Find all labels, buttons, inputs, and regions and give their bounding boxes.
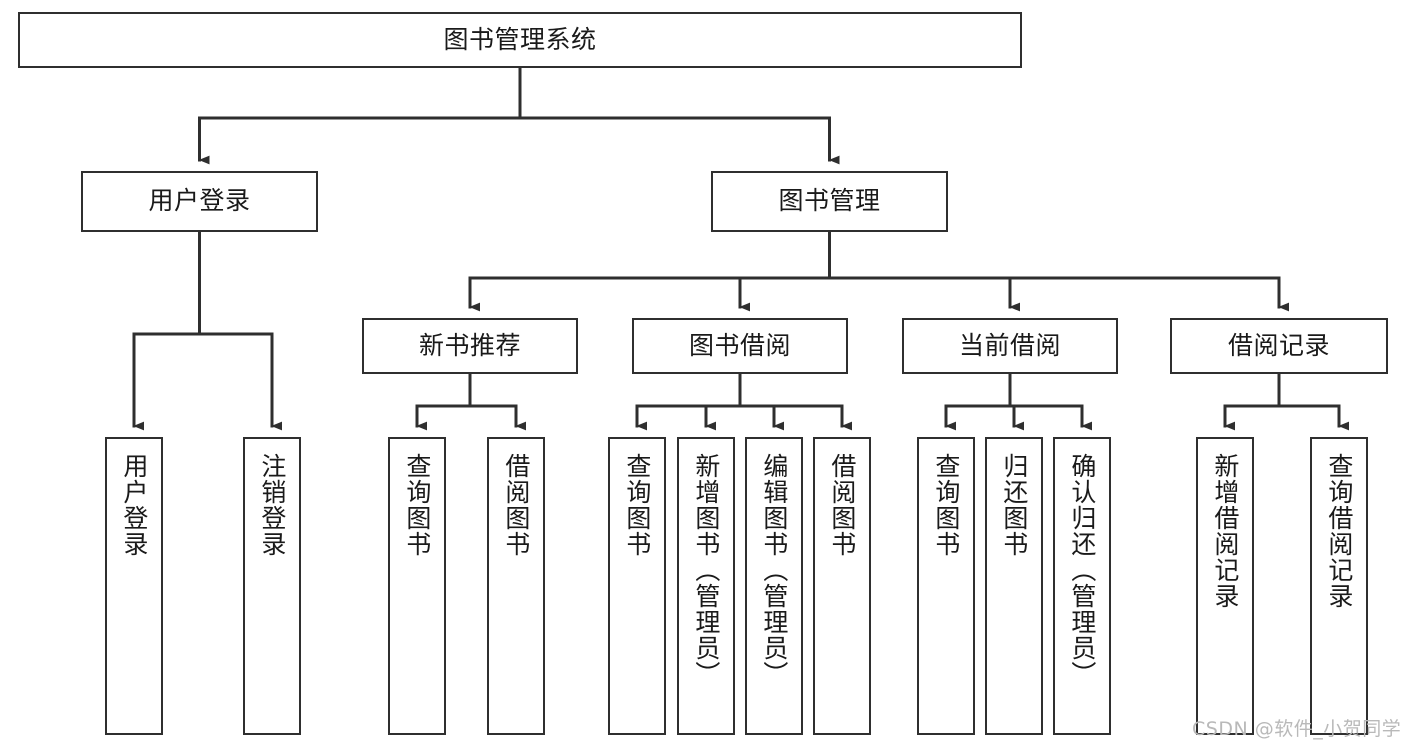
node-leaf-add-book-admin-label: 新增图书（管理员） xyxy=(691,453,721,687)
node-leaf-query-book-2[interactable]: 查询图书 xyxy=(608,437,666,735)
node-leaf-borrow-book-1-label: 借阅图书 xyxy=(501,453,531,557)
node-leaf-add-borrow-record[interactable]: 新增借阅记录 xyxy=(1196,437,1254,735)
node-leaf-query-book-3-label: 查询图书 xyxy=(931,453,961,557)
node-leaf-return-book-label: 归还图书 xyxy=(999,453,1029,557)
node-leaf-confirm-return-admin-label: 确认归还（管理员） xyxy=(1067,453,1097,687)
node-book-manage[interactable]: 图书管理 xyxy=(711,171,948,232)
node-leaf-user-logout[interactable]: 注销登录 xyxy=(243,437,301,735)
node-book-borrow[interactable]: 图书借阅 xyxy=(632,318,848,374)
node-leaf-query-borrow-record-label: 查询借阅记录 xyxy=(1324,453,1354,609)
node-borrow-record[interactable]: 借阅记录 xyxy=(1170,318,1388,374)
node-user-login[interactable]: 用户登录 xyxy=(81,171,318,232)
node-leaf-edit-book-admin-label: 编辑图书（管理员） xyxy=(759,453,789,687)
node-leaf-return-book[interactable]: 归还图书 xyxy=(985,437,1043,735)
node-book-manage-label: 图书管理 xyxy=(778,186,881,216)
node-leaf-confirm-return-admin[interactable]: 确认归还（管理员） xyxy=(1053,437,1111,735)
node-book-borrow-label: 图书借阅 xyxy=(688,330,791,360)
node-leaf-user-login[interactable]: 用户登录 xyxy=(105,437,163,735)
node-leaf-borrow-book-2[interactable]: 借阅图书 xyxy=(813,437,871,735)
node-current-borrow[interactable]: 当前借阅 xyxy=(902,318,1118,374)
node-leaf-add-book-admin[interactable]: 新增图书（管理员） xyxy=(677,437,735,735)
node-leaf-query-book-1-label: 查询图书 xyxy=(402,453,432,557)
node-new-book-recommend-label: 新书推荐 xyxy=(418,330,521,360)
node-leaf-borrow-book-1[interactable]: 借阅图书 xyxy=(487,437,545,735)
node-leaf-user-login-label: 用户登录 xyxy=(119,453,149,557)
node-leaf-add-borrow-record-label: 新增借阅记录 xyxy=(1210,453,1240,609)
node-leaf-query-book-1[interactable]: 查询图书 xyxy=(388,437,446,735)
node-root[interactable]: 图书管理系统 xyxy=(18,12,1022,68)
node-current-borrow-label: 当前借阅 xyxy=(958,330,1061,360)
node-root-label: 图书管理系统 xyxy=(443,24,597,54)
node-leaf-borrow-book-2-label: 借阅图书 xyxy=(827,453,857,557)
node-leaf-query-book-3[interactable]: 查询图书 xyxy=(917,437,975,735)
node-leaf-query-book-2-label: 查询图书 xyxy=(622,453,652,557)
node-leaf-edit-book-admin[interactable]: 编辑图书（管理员） xyxy=(745,437,803,735)
node-user-login-label: 用户登录 xyxy=(148,186,251,216)
node-leaf-query-borrow-record[interactable]: 查询借阅记录 xyxy=(1310,437,1368,735)
node-borrow-record-label: 借阅记录 xyxy=(1227,330,1330,360)
node-leaf-user-logout-label: 注销登录 xyxy=(257,453,287,557)
csdn-watermark: CSDN @软件_小贺同学 xyxy=(1192,718,1402,740)
node-new-book-recommend[interactable]: 新书推荐 xyxy=(362,318,578,374)
